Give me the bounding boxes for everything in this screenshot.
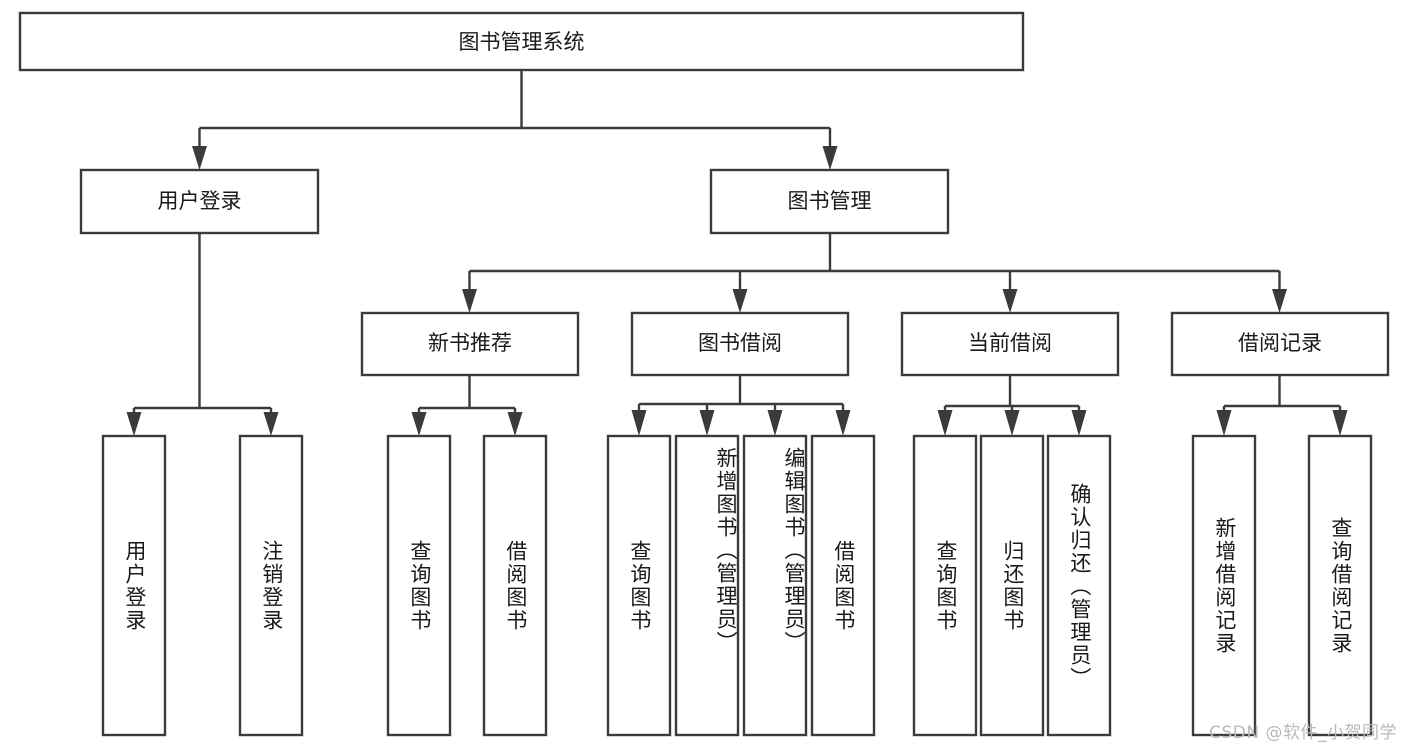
root-label: 图书管理系统 — [459, 30, 585, 54]
arrow-to-leaf-add-book — [699, 410, 715, 436]
arrow-to-user-login — [192, 146, 207, 170]
node-root[interactable]: 图书管理系统 — [18, 11, 1025, 72]
node-borrow-record[interactable]: 借阅记录 — [1170, 311, 1390, 377]
arrow-to-book-management — [822, 146, 838, 170]
user-login-label: 用户登录 — [158, 189, 242, 213]
node-user-login[interactable]: 用户登录 — [79, 168, 320, 235]
user-login-box[interactable] — [79, 168, 320, 235]
leaf-add-book-box[interactable] — [674, 434, 740, 737]
node-new-book-recommend[interactable]: 新书推荐 — [360, 311, 580, 377]
leaf-query-book-2-box[interactable] — [606, 434, 672, 737]
leaf-borrow-book-2-box[interactable] — [810, 434, 876, 737]
arrow-to-leaf-user-logout — [263, 412, 279, 436]
current-borrow-label: 当前借阅 — [968, 331, 1052, 355]
arrow-to-leaf-user-login — [126, 412, 142, 436]
arrow-to-leaf-query-record — [1332, 410, 1348, 436]
arrow-to-book-borrow — [732, 289, 748, 313]
node-current-borrow[interactable]: 当前借阅 — [900, 311, 1120, 377]
arrow-to-leaf-query-book-3 — [937, 410, 953, 436]
arrow-to-leaf-query-book-2 — [631, 410, 647, 436]
borrow-record-label: 借阅记录 — [1238, 331, 1322, 355]
leaf-query-book-1-box[interactable] — [386, 434, 452, 737]
csdn-watermark: CSDN @软件_小贺同学 — [1209, 723, 1397, 743]
book-management-label: 图书管理 — [788, 189, 872, 213]
leaf-user-logout-box[interactable] — [238, 434, 304, 737]
node-book-management[interactable]: 图书管理 — [709, 168, 950, 235]
leaf-borrow-book-1-box[interactable] — [482, 434, 548, 737]
leaf-query-record-box[interactable] — [1307, 434, 1373, 737]
arrow-to-new-book-recommend — [462, 289, 477, 313]
borrow-record-box[interactable] — [1170, 311, 1390, 377]
arrow-to-current-borrow — [1002, 289, 1018, 313]
new-book-recommend-box[interactable] — [360, 311, 580, 377]
arrow-to-leaf-confirm-return — [1071, 410, 1087, 436]
connector-group — [126, 70, 1348, 436]
arrow-to-leaf-add-record — [1216, 410, 1232, 436]
leaf-user-login-box[interactable] — [101, 434, 167, 737]
arrow-to-borrow-record — [1272, 289, 1287, 313]
arrow-to-leaf-query-book-1 — [411, 412, 427, 436]
leaf-query-book-3-box[interactable] — [912, 434, 978, 737]
leaf-confirm-return-box[interactable] — [1046, 434, 1112, 737]
book-management-box[interactable] — [709, 168, 950, 235]
root-box[interactable] — [18, 11, 1025, 72]
leaf-return-book-box[interactable] — [979, 434, 1045, 737]
book-borrow-label: 图书借阅 — [698, 331, 782, 355]
arrow-to-leaf-borrow-book-2 — [835, 410, 851, 436]
arrow-to-leaf-borrow-book-1 — [507, 412, 523, 436]
leaf-add-record-box[interactable] — [1191, 434, 1257, 737]
book-borrow-box[interactable] — [630, 311, 850, 377]
arrow-to-leaf-edit-book — [767, 410, 783, 436]
current-borrow-box[interactable] — [900, 311, 1120, 377]
new-book-recommend-label: 新书推荐 — [428, 331, 512, 355]
node-book-borrow[interactable]: 图书借阅 — [630, 311, 850, 377]
leaf-box-group — [101, 434, 1373, 737]
leaf-edit-book-box[interactable] — [742, 434, 808, 737]
arrow-to-leaf-return-book — [1004, 410, 1020, 436]
